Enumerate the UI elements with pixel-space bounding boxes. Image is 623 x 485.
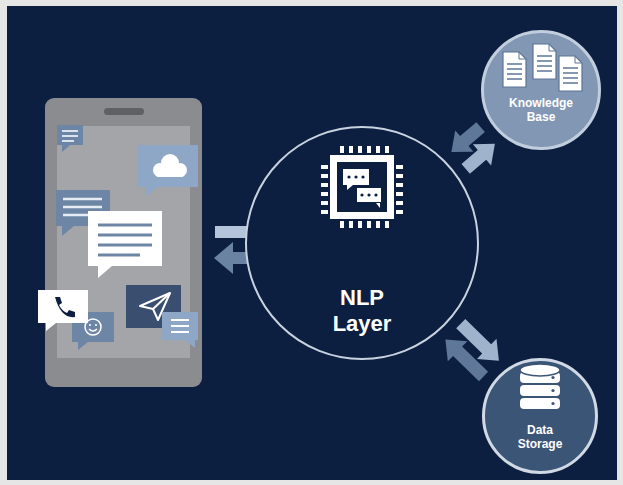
node-label: Knowledge Base: [499, 96, 583, 125]
data-storage-circle: Data Storage: [482, 358, 598, 474]
circle-outline: [482, 358, 598, 474]
block-arrow: [445, 339, 488, 381]
connector-arrow: [451, 122, 495, 174]
node-label: NLP Layer: [317, 285, 407, 338]
phone-illustration: [38, 98, 202, 387]
node-label: Data Storage: [507, 423, 573, 452]
knowledge-base-circle: Knowledge Base: [481, 30, 601, 150]
circle-outline: [481, 30, 601, 150]
navy-panel: [7, 6, 617, 480]
nlp-layer-circle: NLP Layer: [245, 126, 479, 360]
block-arrow: [451, 122, 485, 152]
connector-arrow: [445, 319, 499, 381]
